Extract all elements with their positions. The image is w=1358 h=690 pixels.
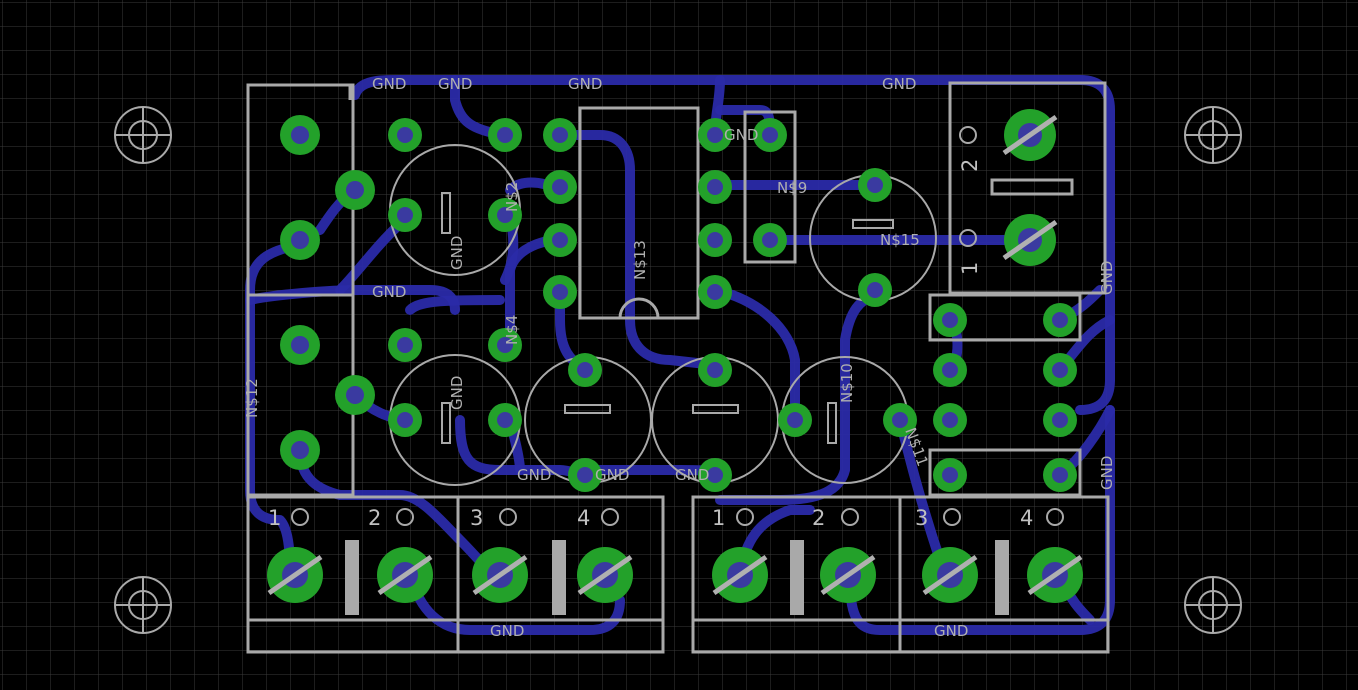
tb1-num-1: 1 bbox=[268, 506, 281, 530]
pad-drill bbox=[552, 232, 568, 248]
tb1-num-2: 2 bbox=[368, 506, 381, 530]
label-gnd-bottom-4: GND bbox=[490, 622, 524, 640]
pad-drill bbox=[497, 337, 513, 353]
net-labels: GND GND GND GND GND GND GND GND GND GND … bbox=[243, 75, 1116, 640]
pad-drill bbox=[707, 179, 723, 195]
tb2-num-4: 4 bbox=[1020, 506, 1033, 530]
pad-drill bbox=[577, 362, 593, 378]
pad-drill bbox=[291, 231, 309, 249]
tb2-num-2: 2 bbox=[812, 506, 825, 530]
pad-drill bbox=[1052, 362, 1068, 378]
pad-drill bbox=[942, 467, 958, 483]
mounting-hole-top-left bbox=[114, 106, 172, 164]
pad-drill bbox=[291, 336, 309, 354]
pad-drill bbox=[762, 232, 778, 248]
pad-drill bbox=[707, 284, 723, 300]
pad-drill bbox=[397, 412, 413, 428]
pad-drill bbox=[397, 337, 413, 353]
screw-slot bbox=[1002, 114, 1058, 156]
label-gnd-top-1: GND bbox=[372, 75, 406, 93]
label-gnd-bottom-2: GND bbox=[595, 466, 629, 484]
label-gnd-bottom-3: GND bbox=[675, 466, 709, 484]
pad-drill bbox=[552, 179, 568, 195]
terminal-numbers: 1 2 3 4 1 2 3 4 1 2 bbox=[268, 126, 1064, 530]
label-gnd-v1: GND bbox=[448, 236, 466, 270]
screw-slot bbox=[922, 554, 978, 596]
label-n12: N$12 bbox=[243, 378, 261, 418]
pad-drill bbox=[497, 127, 513, 143]
pad-drill bbox=[762, 127, 778, 143]
pad-drill bbox=[552, 127, 568, 143]
pad-drill bbox=[942, 312, 958, 328]
pad-drill bbox=[346, 181, 364, 199]
label-gnd-v2: GND bbox=[448, 376, 466, 410]
screw-slot bbox=[1002, 219, 1058, 261]
pad-drill bbox=[497, 412, 513, 428]
label-gnd-top-2: GND bbox=[438, 75, 472, 93]
pad-drill bbox=[707, 127, 723, 143]
pad-drill bbox=[397, 207, 413, 223]
mounting-holes bbox=[114, 106, 1242, 634]
pad-drill bbox=[577, 467, 593, 483]
mounting-hole-bottom-right bbox=[1184, 576, 1242, 634]
pad-drill bbox=[291, 126, 309, 144]
label-n13: N$13 bbox=[631, 240, 649, 280]
tb1-num-3: 3 bbox=[470, 506, 483, 530]
label-n4: N$4 bbox=[503, 315, 521, 345]
pad-drill bbox=[1052, 412, 1068, 428]
label-n9: N$9 bbox=[777, 179, 807, 197]
screw-slot bbox=[377, 554, 433, 596]
pad-drill bbox=[867, 177, 883, 193]
label-gnd-bottom-5: GND bbox=[934, 622, 968, 640]
pad-drill bbox=[1052, 312, 1068, 328]
pad-drill bbox=[291, 441, 309, 459]
label-gnd-right-2: GND bbox=[1098, 456, 1116, 490]
pad-drill bbox=[787, 412, 803, 428]
label-n15: N$15 bbox=[880, 231, 920, 249]
screw-slot bbox=[820, 554, 876, 596]
pad-drill bbox=[346, 386, 364, 404]
trimmer-num-2: 2 bbox=[958, 159, 982, 172]
trimmer-num-1: 1 bbox=[958, 262, 982, 275]
pad-drill bbox=[1052, 467, 1068, 483]
screw-slot bbox=[267, 554, 323, 596]
screw-slot bbox=[577, 554, 633, 596]
pad-drill bbox=[707, 467, 723, 483]
label-gnd-right-1: GND bbox=[1098, 261, 1116, 295]
label-gnd-bottom-1: GND bbox=[517, 466, 551, 484]
pad-drill bbox=[942, 412, 958, 428]
pad-drill bbox=[892, 412, 908, 428]
tb2-num-3: 3 bbox=[915, 506, 928, 530]
pad-drill bbox=[707, 362, 723, 378]
pad-drill bbox=[497, 207, 513, 223]
label-gnd-top-3: GND bbox=[568, 75, 602, 93]
pad-drill bbox=[707, 232, 723, 248]
mounting-hole-top-right bbox=[1184, 106, 1242, 164]
label-gnd-mid: GND bbox=[372, 283, 406, 301]
label-n10: N$10 bbox=[838, 363, 856, 403]
pads[interactable] bbox=[267, 109, 1083, 603]
label-gnd-ic: GND bbox=[724, 126, 758, 144]
pad-drill bbox=[552, 284, 568, 300]
pad-drill bbox=[942, 362, 958, 378]
label-n2: N$2 bbox=[503, 182, 521, 212]
mounting-hole-bottom-left bbox=[114, 576, 172, 634]
pad-drill bbox=[867, 282, 883, 298]
tb2-num-1: 1 bbox=[712, 506, 725, 530]
screw-slot bbox=[472, 554, 528, 596]
tb1-num-4: 4 bbox=[577, 506, 590, 530]
pad-drill bbox=[397, 127, 413, 143]
screw-slot bbox=[712, 554, 768, 596]
label-gnd-top-4: GND bbox=[882, 75, 916, 93]
screw-slot bbox=[1027, 554, 1083, 596]
